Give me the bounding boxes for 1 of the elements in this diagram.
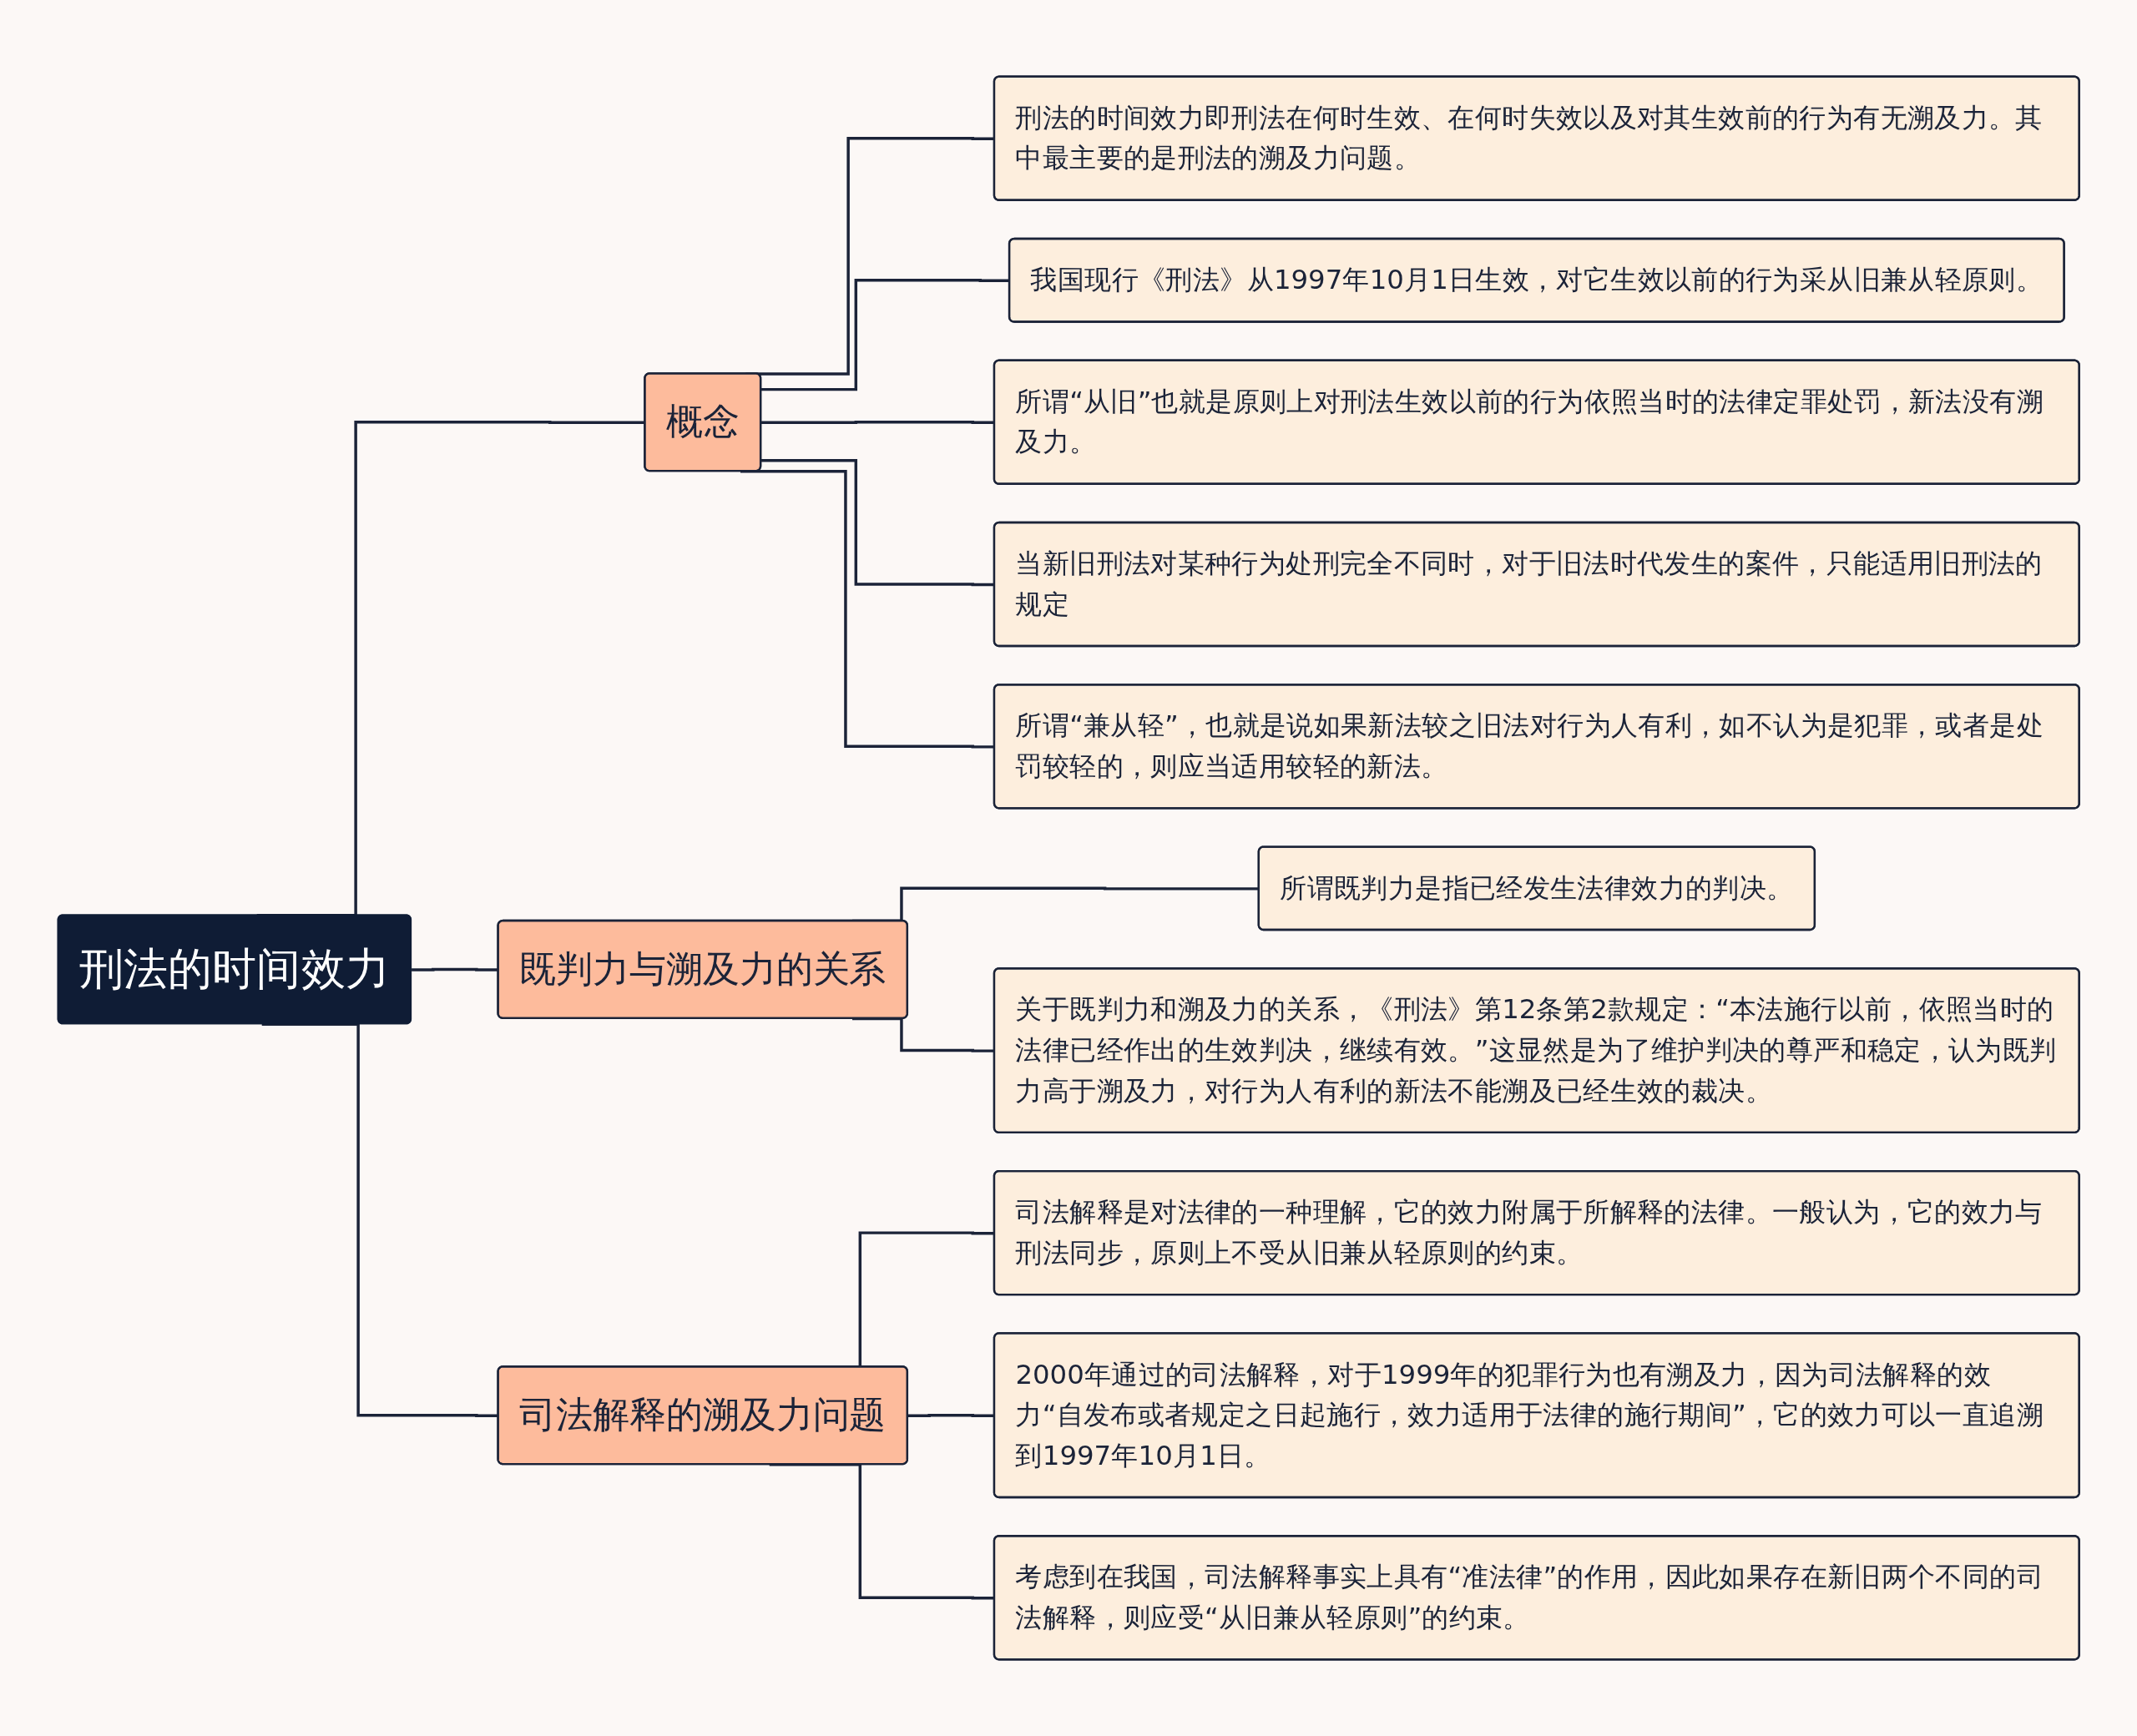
connector — [760, 279, 1010, 391]
